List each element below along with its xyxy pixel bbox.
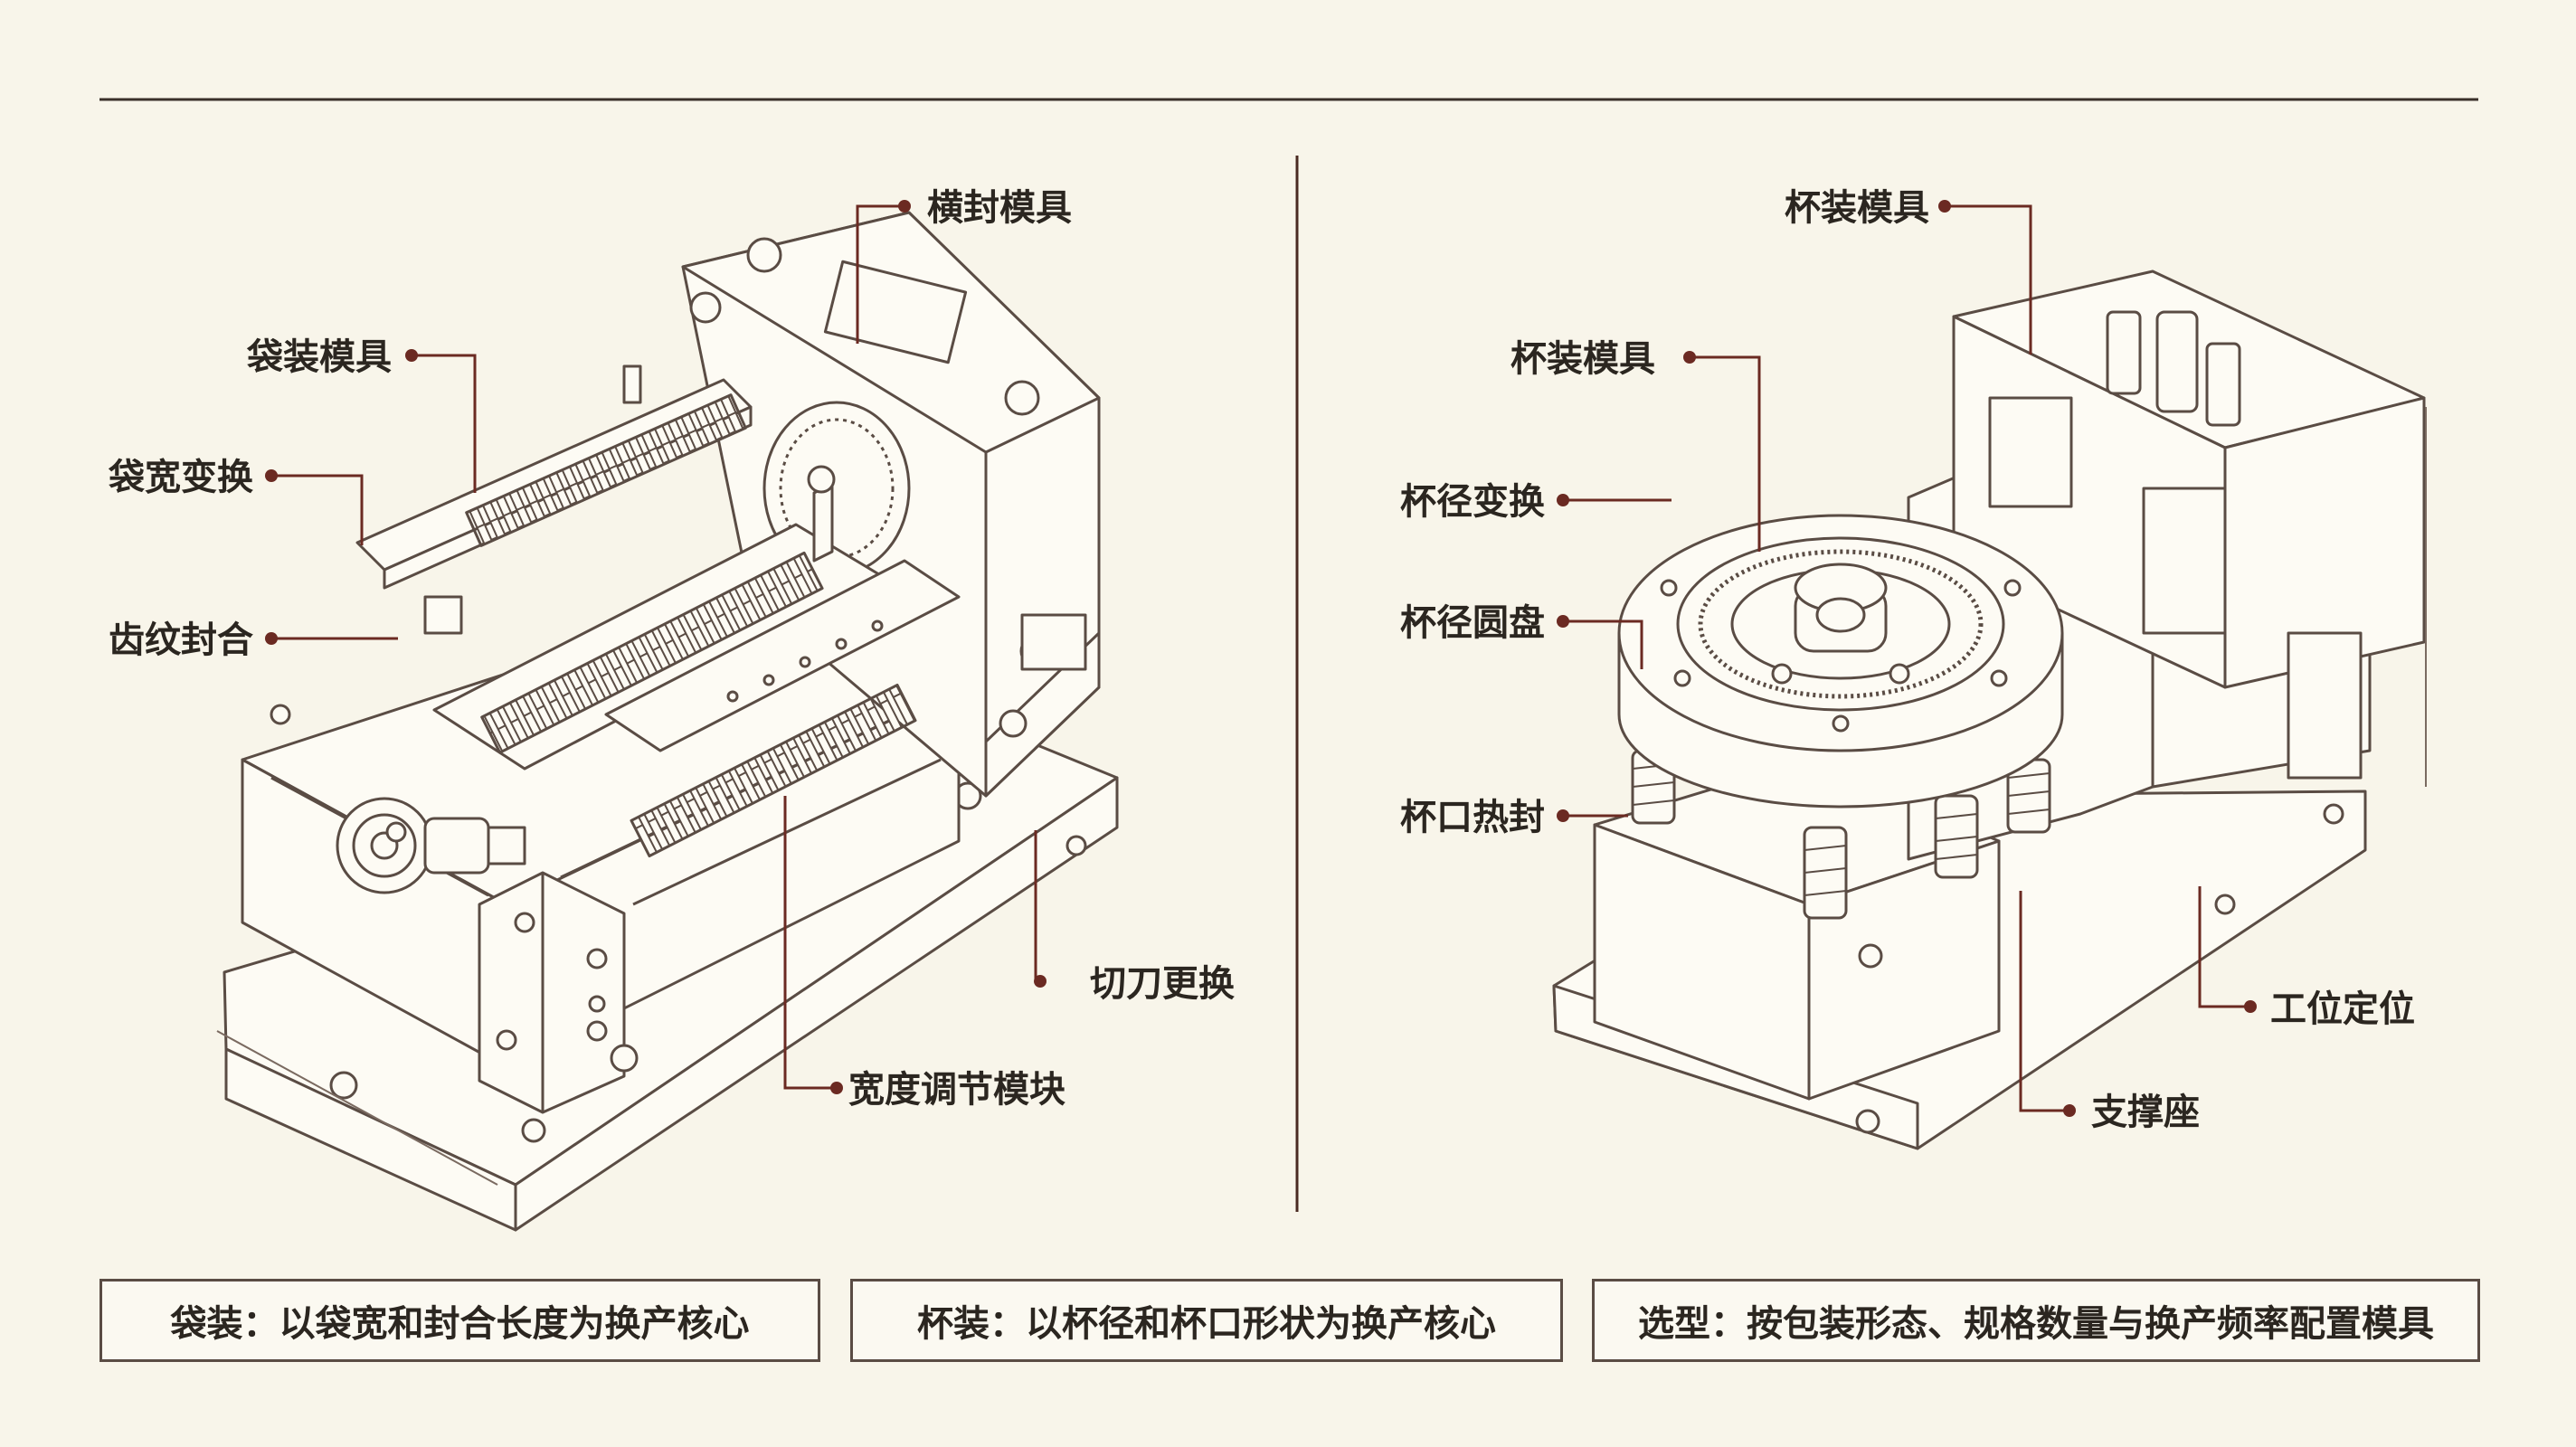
label-width-adjust-module: 宽度调节模块 <box>848 1069 1065 1111</box>
label-cutter-change: 切刀更换 <box>1090 963 1235 1005</box>
caption-selection: 选型：按包装形态、规格数量与换产频率配置模具 <box>1592 1279 2480 1362</box>
bag-mold-machine <box>216 211 1119 1232</box>
label-support-base: 支撑座 <box>2091 1092 2200 1133</box>
label-cup-mold: 杯装模具 <box>1511 338 1655 380</box>
label-serrated-seal: 齿纹封合 <box>109 619 253 661</box>
label-cup-rim-heat-seal: 杯口热封 <box>1400 797 1545 838</box>
label-cup-mold-top: 杯装模具 <box>1785 187 1929 229</box>
label-station-positioning: 工位定位 <box>2270 988 2415 1030</box>
leader-dots <box>265 200 2257 1117</box>
label-bag-width-change: 袋宽变换 <box>109 457 253 498</box>
label-cup-diameter-disc: 杯径圆盘 <box>1400 602 1545 644</box>
label-cup-diameter-change: 杯径变换 <box>1400 481 1545 523</box>
caption-bag: 袋装：以袋宽和封合长度为换产核心 <box>99 1279 820 1362</box>
leader-lines <box>271 204 2250 1112</box>
label-cross-seal-mold: 横封模具 <box>927 187 1072 229</box>
label-bag-mold: 袋装模具 <box>247 336 392 378</box>
caption-cup: 杯装：以杯径和杯口形状为换产核心 <box>850 1279 1563 1362</box>
cup-mold-machine <box>1552 270 2427 1150</box>
